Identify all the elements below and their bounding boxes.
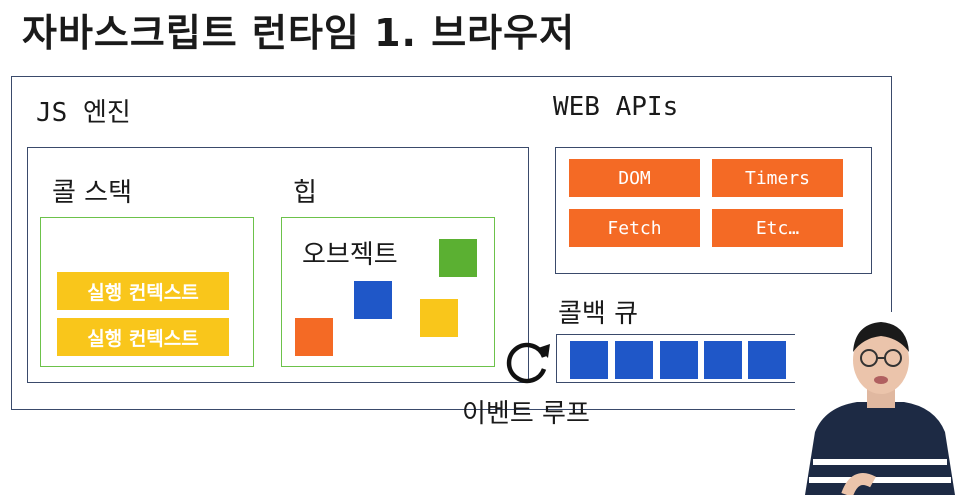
event-loop-icon — [506, 342, 550, 384]
presenter-image — [795, 312, 966, 495]
event-loop-label: 이벤트 루프 — [462, 399, 590, 429]
execution-context-frame: 실행 컨텍스트 — [57, 272, 229, 310]
heap-object-blue — [354, 281, 392, 319]
web-apis-box — [555, 147, 872, 274]
web-api-fetch: Fetch — [569, 209, 700, 247]
page-title: 자바스크립트 런타임 1. 브라우저 — [22, 11, 576, 55]
callback-queue-item — [704, 341, 742, 379]
objects-label: 오브젝트 — [302, 240, 398, 270]
web-api-etc: Etc… — [712, 209, 843, 247]
callback-queue-item — [748, 341, 786, 379]
heap-object-yellow — [420, 299, 458, 337]
callback-queue-item — [660, 341, 698, 379]
call-stack-label: 콜 스택 — [52, 178, 133, 208]
callback-queue-item — [570, 341, 608, 379]
callback-queue-item — [615, 341, 653, 379]
callback-queue-label: 콜백 큐 — [558, 299, 639, 329]
heap-box — [281, 217, 495, 367]
js-engine-label: JS 엔진 — [36, 98, 131, 128]
heap-label: 힙 — [293, 178, 317, 208]
execution-context-frame: 실행 컨텍스트 — [57, 318, 229, 356]
web-api-dom: DOM — [569, 159, 700, 197]
runtime-box — [11, 76, 892, 410]
js-engine-box — [27, 147, 529, 383]
web-api-timers: Timers — [712, 159, 843, 197]
web-apis-label: WEB APIs — [553, 92, 679, 122]
heap-object-green — [439, 239, 477, 277]
heap-object-orange — [295, 318, 333, 356]
call-stack-box — [40, 217, 254, 367]
